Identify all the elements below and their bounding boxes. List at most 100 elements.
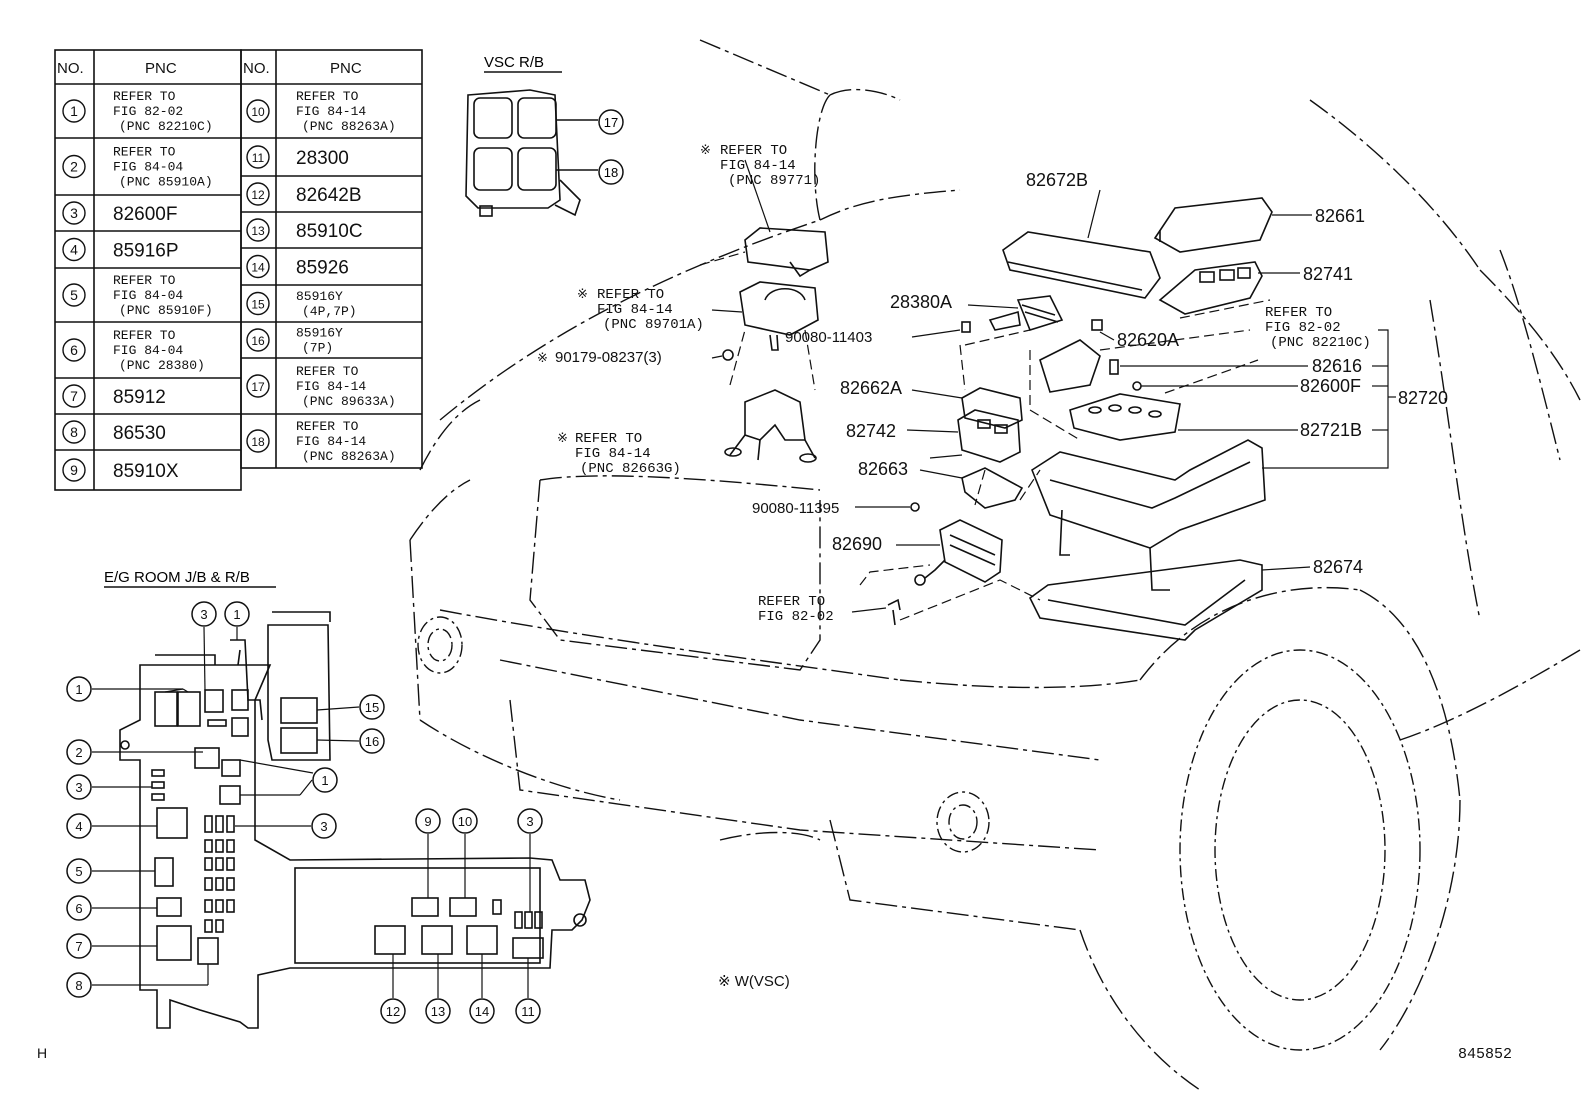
svg-text:1: 1 xyxy=(233,607,240,622)
leader-lines xyxy=(711,159,1396,613)
row-number: 3 xyxy=(70,205,78,221)
row-pnc-text: FIG 84-14 xyxy=(296,379,366,394)
label-28380A: 28380A xyxy=(890,292,952,312)
row-number-circle xyxy=(246,291,270,316)
eg-callout-13: 13 xyxy=(425,998,451,1024)
svg-text:17: 17 xyxy=(604,115,618,130)
eg-room-junction-block: E/G ROOM J/B & R/B xyxy=(66,569,591,1029)
label-90080-11395: 90080-11395 xyxy=(752,500,839,517)
label-82690: 82690 xyxy=(832,534,882,554)
footer-marks: ※ W(VSC) H 845852 xyxy=(37,973,1512,1063)
row-number: 17 xyxy=(251,380,265,394)
row-number: 12 xyxy=(251,188,265,202)
parts-table xyxy=(54,49,423,491)
svg-text:9: 9 xyxy=(424,814,431,829)
row-pnc-text: (PNC 89633A) xyxy=(302,394,396,409)
svg-text:FIG 84-14: FIG 84-14 xyxy=(575,446,651,462)
svg-text:16: 16 xyxy=(365,734,379,749)
row-number: 13 xyxy=(251,224,265,238)
eg-callout-15: 15 xyxy=(359,694,385,720)
vsc-title: VSC R/B xyxy=(484,54,544,71)
row-pnc-text: (4P,7P) xyxy=(302,304,357,319)
label-82663: 82663 xyxy=(858,459,908,479)
eg-callout-8: 8 xyxy=(66,972,92,998)
row-pnc-text: (PNC 85910F) xyxy=(119,303,213,318)
row-pnc-text: 85910X xyxy=(113,461,179,482)
svg-text:REFER TO: REFER TO xyxy=(575,431,642,447)
row-number-circle xyxy=(246,328,270,352)
row-number-circle xyxy=(246,182,270,206)
row-pnc-text: REFER TO xyxy=(113,89,176,104)
svg-text:8: 8 xyxy=(75,978,82,993)
refer-note-90179: ※ xyxy=(537,350,548,365)
row-pnc-text: (PNC 85910A) xyxy=(119,175,213,190)
svg-text:10: 10 xyxy=(458,814,472,829)
label-82620A: 82620A xyxy=(1117,330,1179,350)
svg-text:※: ※ xyxy=(577,286,588,301)
svg-text:5: 5 xyxy=(75,864,82,879)
row-number-circle xyxy=(62,237,86,262)
label-82616: 82616 xyxy=(1312,356,1362,376)
row-pnc-text: REFER TO xyxy=(113,328,176,343)
eg-callout-1-top: 1 xyxy=(224,601,250,627)
svg-text:(PNC 89771): (PNC 89771) xyxy=(728,173,820,189)
row-number-circle xyxy=(62,201,86,225)
label-82600F: 82600F xyxy=(1300,376,1361,396)
table-header-no: NO. xyxy=(57,60,84,77)
label-82672B: 82672B xyxy=(1026,170,1088,190)
svg-text:(PNC 82663G): (PNC 82663G) xyxy=(580,461,681,477)
row-pnc-text: FIG 84-14 xyxy=(296,104,366,119)
svg-text:FIG 82-02: FIG 82-02 xyxy=(1265,320,1341,336)
row-number: 7 xyxy=(70,388,78,404)
svg-text:11: 11 xyxy=(521,1004,535,1019)
table-header-pnc-2: PNC xyxy=(330,60,362,77)
label-82674: 82674 xyxy=(1313,557,1363,577)
corner-code: H xyxy=(37,1045,47,1061)
svg-text:3: 3 xyxy=(75,780,82,795)
eg-callout-1-left: 1 xyxy=(66,676,92,702)
svg-text:7: 7 xyxy=(75,939,82,954)
vsc-note: ※ W(VSC) xyxy=(718,973,790,990)
label-90179-08237: 90179-08237(3) xyxy=(555,349,662,366)
row-pnc-text: REFER TO xyxy=(296,364,359,379)
row-number-circle xyxy=(246,218,270,242)
row-number-circle xyxy=(246,254,270,279)
label-82742: 82742 xyxy=(846,421,896,441)
row-number-circle xyxy=(62,154,86,179)
svg-text:3: 3 xyxy=(320,819,327,834)
eg-callout-16: 16 xyxy=(359,728,385,754)
label-82661: 82661 xyxy=(1315,206,1365,226)
svg-text:6: 6 xyxy=(75,901,82,916)
eg-callout-3-mid: 3 xyxy=(311,813,337,839)
refer-note-89701A: ※ REFER TO FIG 84-14 (PNC 89701A) xyxy=(577,286,704,333)
row-number-circle xyxy=(62,458,86,482)
svg-text:1: 1 xyxy=(75,682,82,697)
row-pnc-text: (PNC 28380) xyxy=(119,358,205,373)
row-pnc-text: FIG 84-04 xyxy=(113,343,183,358)
svg-text:15: 15 xyxy=(365,700,379,715)
callout-17: 17 xyxy=(598,109,624,135)
eg-callout-3-right: 3 xyxy=(517,808,543,834)
svg-text:14: 14 xyxy=(475,1004,489,1019)
row-pnc-text: 28300 xyxy=(296,148,349,169)
svg-text:※: ※ xyxy=(700,142,711,157)
row-pnc-text: 82600F xyxy=(113,204,177,225)
svg-text:REFER TO: REFER TO xyxy=(758,594,825,610)
row-pnc-text: FIG 84-04 xyxy=(113,160,183,175)
eg-callout-4: 4 xyxy=(66,813,92,839)
table-header-no-2: NO. xyxy=(243,60,270,77)
row-pnc-text: (PNC 88263A) xyxy=(302,449,396,464)
